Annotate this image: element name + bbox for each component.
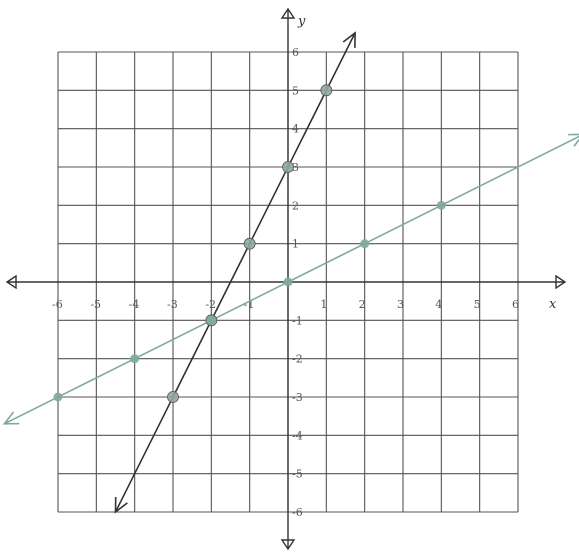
- series-1-point: [320, 84, 333, 97]
- y-tick-label: 1: [292, 238, 299, 251]
- x-tick-label: 1: [320, 298, 327, 311]
- series-2-point: [283, 277, 293, 287]
- y-axis-arrow-down-icon: [280, 539, 296, 551]
- y-tick-label: 3: [292, 161, 299, 174]
- series-1-point: [243, 237, 256, 250]
- series-1-point: [167, 391, 179, 403]
- x-tick-label: 5: [474, 298, 481, 311]
- x-tick-label: 4: [435, 298, 442, 311]
- series-2-point: [206, 315, 216, 325]
- y-tick-label: 5: [292, 84, 299, 97]
- y-tick-label: 6: [292, 46, 299, 59]
- graphed-line-2: [3, 135, 579, 425]
- series-2-point: [130, 354, 140, 364]
- x-tick-label: 2: [359, 298, 366, 311]
- series-1-point: [282, 161, 294, 173]
- y-axis-arrow-up-icon: [280, 7, 296, 19]
- x-axis-arrow-right-icon: [555, 274, 567, 290]
- y-tick-label: -2: [292, 353, 303, 366]
- x-tick-label: -6: [52, 298, 63, 311]
- tick-labels: -6 -5 -4 -3 -2 -1 1 2 3 4 5 6 -6 -5 -4 -3 -2 -1 1 2 3 4 5 6: [52, 46, 519, 519]
- x-tick-label: -2: [205, 298, 216, 311]
- line-2-arrowhead-icon: [568, 133, 579, 147]
- x-tick-label: -3: [167, 298, 178, 311]
- plotted-points: [53, 84, 446, 403]
- x-tick-label: -5: [90, 298, 101, 311]
- line-1-arrowhead-icon: [342, 31, 356, 48]
- y-tick-label: -4: [292, 429, 303, 442]
- y-tick-label: 4: [292, 123, 299, 136]
- x-axis-arrow-left-icon: [5, 274, 17, 290]
- y-tick-label: -5: [292, 468, 303, 481]
- x-tick-label: -1: [244, 298, 255, 311]
- graphed-lines: [2, 31, 579, 514]
- graphed-line-1: [114, 32, 356, 513]
- y-tick-label: -1: [292, 314, 303, 327]
- y-tick-label: -3: [292, 391, 303, 404]
- x-tick-label: 3: [397, 298, 404, 311]
- x-tick-label: -4: [129, 298, 140, 311]
- line-1-arrowhead-icon: [114, 496, 128, 514]
- series-2-point: [53, 392, 63, 402]
- y-axis-label: y: [297, 14, 306, 29]
- y-tick-label: 2: [292, 199, 299, 212]
- x-tick-label: 6: [512, 298, 519, 311]
- y-tick-label: -6: [292, 506, 303, 519]
- series-2-point: [360, 239, 370, 249]
- x-axis-label: x: [549, 297, 557, 312]
- line-2-arrowhead-icon: [2, 411, 20, 425]
- series-2-point: [436, 200, 446, 210]
